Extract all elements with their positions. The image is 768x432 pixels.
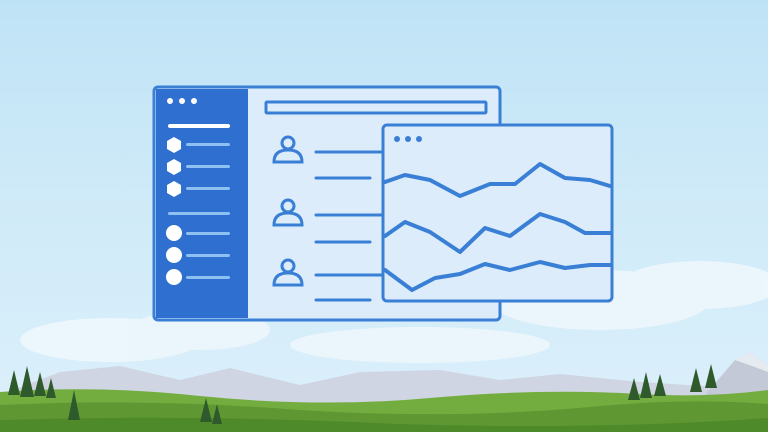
search-bar	[264, 100, 488, 115]
sidebar-divider	[168, 212, 230, 215]
chart-line-1	[383, 162, 612, 198]
chart-window-dots	[394, 136, 422, 142]
chart-line-3	[383, 260, 612, 292]
user-rows	[272, 135, 384, 302]
user-row	[272, 135, 384, 180]
sidebar-hex-items	[167, 137, 230, 197]
sidebar-circle-items	[166, 225, 230, 285]
hills	[0, 389, 768, 432]
user-row	[272, 198, 384, 244]
user-row	[272, 258, 384, 302]
chart-line-2	[383, 212, 612, 254]
trees	[8, 364, 717, 424]
sidebar-header-line	[168, 124, 230, 128]
chart-window	[381, 123, 614, 303]
window-dots	[167, 98, 197, 104]
